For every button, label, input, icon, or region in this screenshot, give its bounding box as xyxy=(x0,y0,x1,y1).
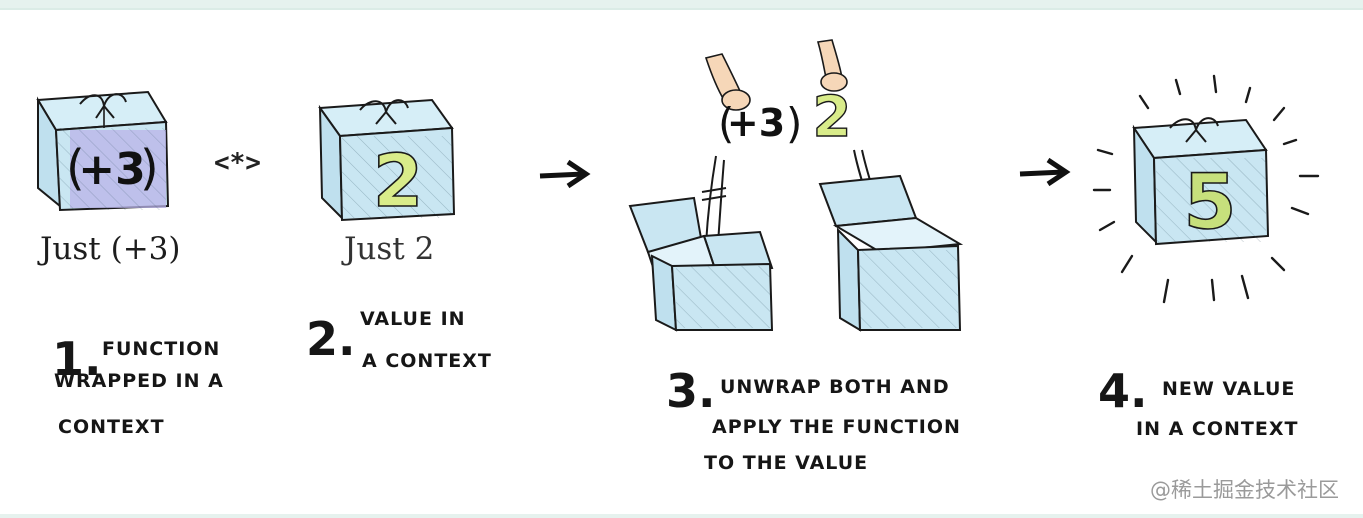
just-value-label: Just 2 xyxy=(344,231,435,267)
step-3-number: 3. xyxy=(666,364,716,418)
apply-operator: <*> xyxy=(214,148,261,178)
floating-paren-right: ) xyxy=(786,99,802,148)
value-box xyxy=(318,98,456,222)
function-box-content: +3 xyxy=(78,144,145,195)
just-function-label: Just (+3) xyxy=(40,231,181,267)
function-box-paren-right: ) xyxy=(140,140,159,196)
floating-value: 2 xyxy=(813,85,852,150)
open-box-left xyxy=(628,196,774,332)
arrow-2 xyxy=(1019,157,1071,187)
step-1-line-1: Function xyxy=(102,338,221,360)
step-3-line-1: unwrap both and xyxy=(720,376,950,398)
function-box-paren-left: ( xyxy=(66,140,85,196)
function-box xyxy=(36,90,170,212)
watermark: @稀土掘金技术社区 xyxy=(1150,478,1339,502)
step-1-line-2: wrapped in a xyxy=(54,370,224,392)
result-box-content: 5 xyxy=(1184,157,1237,246)
value-box-content: 2 xyxy=(373,139,423,223)
motion-lines-left xyxy=(701,155,727,245)
right-hand xyxy=(816,39,848,92)
step-2-number: 2. xyxy=(306,312,356,366)
step-4-number: 4. xyxy=(1098,364,1148,418)
result-box xyxy=(1132,117,1270,246)
step-2-line-2: a context xyxy=(362,350,492,372)
step-3-line-3: to the value xyxy=(704,452,869,474)
step-3-line-2: apply the function xyxy=(712,416,961,438)
floating-paren-left: ( xyxy=(718,99,734,148)
floating-function: +3 xyxy=(727,101,785,145)
step-1-number: 1. xyxy=(52,332,102,386)
step-1-line-3: context xyxy=(58,416,165,438)
left-hand xyxy=(704,53,751,111)
open-box-right xyxy=(818,174,964,332)
bottom-border xyxy=(0,514,1363,518)
top-border xyxy=(0,0,1363,10)
glow-rays xyxy=(1092,74,1320,304)
step-4-line-2: in a context xyxy=(1136,418,1299,440)
arrow-1 xyxy=(539,159,591,189)
step-4-line-1: new value xyxy=(1162,378,1296,400)
step-2-line-1: value in xyxy=(360,308,466,330)
